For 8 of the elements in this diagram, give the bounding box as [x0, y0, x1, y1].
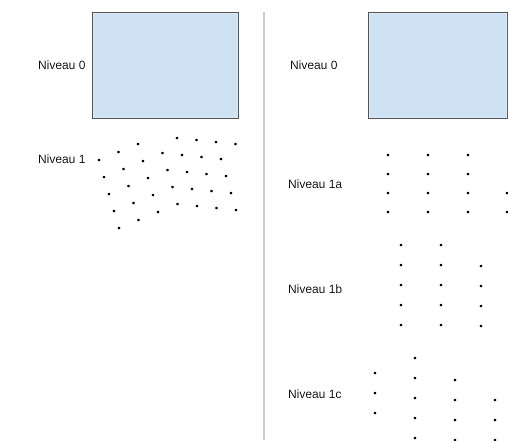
- rectangle: [368, 12, 508, 119]
- level-label: Niveau 0: [290, 58, 338, 72]
- level-label: Niveau 1a: [288, 177, 342, 191]
- level-label: Niveau 1c: [288, 387, 342, 401]
- rectangle: [92, 12, 239, 119]
- level-label: Niveau 0: [38, 58, 86, 72]
- level-label: Niveau 1b: [288, 282, 342, 296]
- level-label: Niveau 1: [38, 152, 86, 166]
